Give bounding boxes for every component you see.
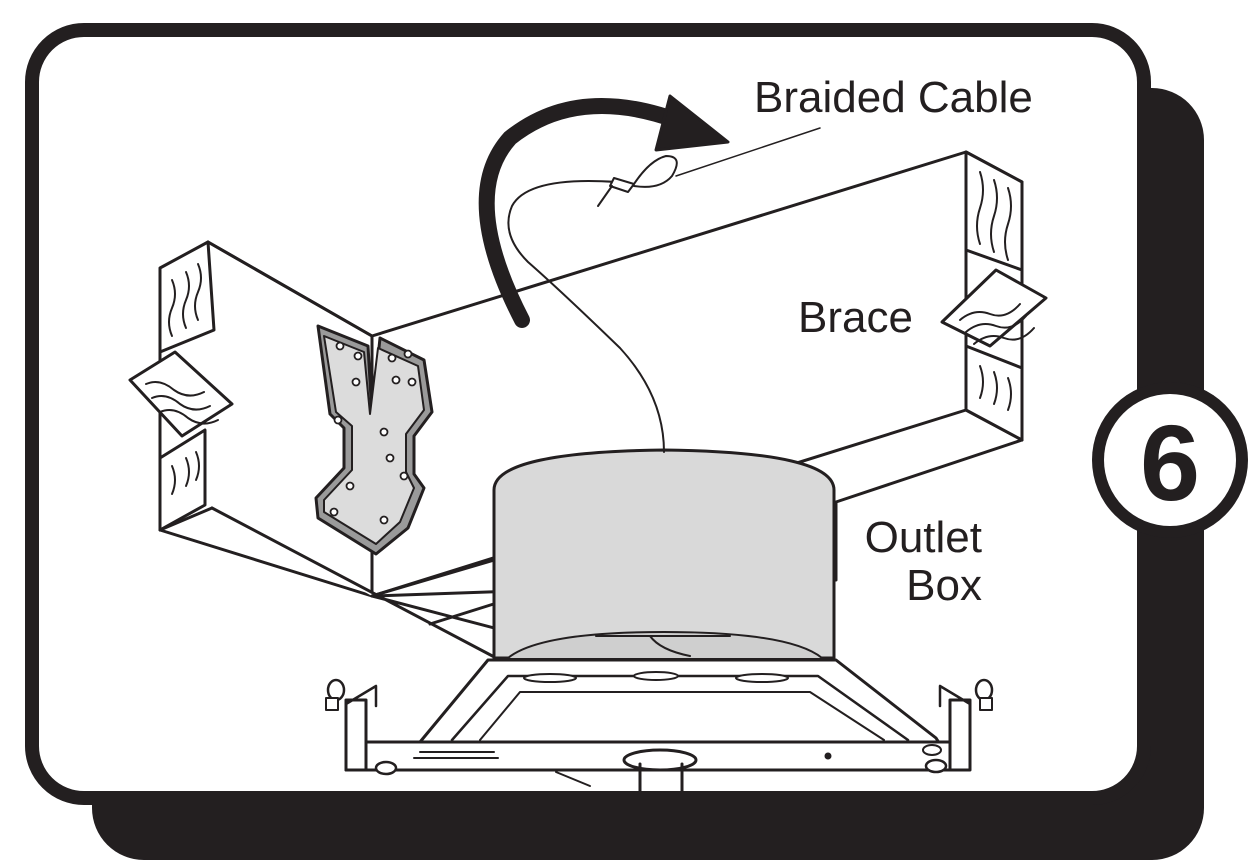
mounting-frame (325, 658, 994, 798)
step-number-badge: 6 (1092, 382, 1248, 538)
route-arrow-head (654, 94, 730, 152)
brace-label: Brace (798, 293, 913, 342)
route-arrow-shaft (478, 98, 694, 328)
outlet-box-label-line2: Box (906, 561, 982, 610)
outlet-box (492, 448, 836, 660)
braided-cable-leader (675, 127, 821, 177)
braided-cable (507, 155, 678, 453)
braided-cable-label: Braided Cable (754, 73, 1033, 122)
step-number: 6 (1140, 402, 1200, 523)
outlet-box-label-line1: Outlet (865, 513, 982, 562)
joist-hanger-bracket (314, 324, 434, 556)
